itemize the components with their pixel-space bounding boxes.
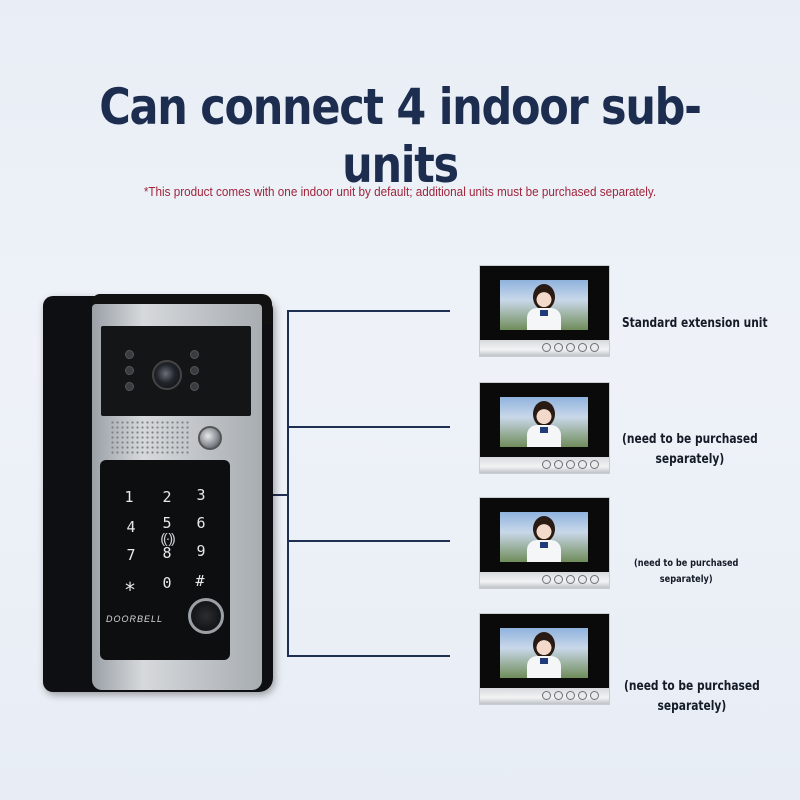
indoor-monitor-1 — [479, 265, 610, 357]
key-8[interactable]: 8 — [162, 544, 172, 562]
monitor-button[interactable] — [578, 343, 587, 352]
connector-stub — [261, 494, 288, 496]
ir-led — [190, 366, 199, 375]
monitor-button[interactable] — [542, 575, 551, 584]
monitor-4-label: (need to be purchased separately) — [624, 677, 760, 717]
monitor-3-label-line2: separately) — [659, 574, 713, 585]
monitor-control-bar — [480, 457, 609, 473]
monitor-control-bar — [480, 340, 609, 356]
monitor-2-label-line1: (need to be purchased — [622, 432, 758, 447]
monitor-button[interactable] — [542, 343, 551, 352]
rfid-icon: ((·)) — [160, 530, 175, 546]
monitor-4-label-line1: (need to be purchased — [624, 679, 760, 694]
monitor-button[interactable] — [554, 460, 563, 469]
monitor-button[interactable] — [566, 343, 575, 352]
connector-branch-3 — [287, 540, 450, 542]
monitor-button[interactable] — [542, 691, 551, 700]
ir-led — [190, 350, 199, 359]
key-2[interactable]: 2 — [162, 488, 172, 506]
key-0[interactable]: 0 — [162, 574, 172, 592]
indoor-monitor-4 — [479, 613, 610, 705]
ir-led — [125, 350, 134, 359]
key-1[interactable]: 1 — [124, 488, 134, 506]
monitor-button[interactable] — [554, 575, 563, 584]
key-9[interactable]: 9 — [196, 542, 206, 560]
key-3[interactable]: 3 — [196, 486, 206, 504]
monitor-control-bar — [480, 688, 609, 704]
monitor-button[interactable] — [578, 575, 587, 584]
call-button[interactable] — [198, 426, 222, 450]
fingerprint-sensor-icon[interactable] — [188, 598, 224, 634]
monitor-button[interactable] — [554, 691, 563, 700]
key-hash[interactable]: # — [195, 572, 205, 590]
ir-led — [125, 382, 134, 391]
connector-trunk — [287, 311, 289, 657]
monitor-2-label-line2: separately) — [655, 452, 725, 467]
connector-branch-1 — [287, 310, 450, 312]
monitor-button[interactable] — [578, 691, 587, 700]
key-7[interactable]: 7 — [126, 546, 136, 564]
purchase-note: *This product comes with one indoor unit… — [143, 184, 657, 199]
headline: Can connect 4 indoor sub-units — [99, 78, 702, 194]
monitor-button[interactable] — [590, 460, 599, 469]
monitor-button[interactable] — [542, 460, 551, 469]
monitor-1-label: Standard extension unit — [622, 316, 768, 331]
key-4[interactable]: 4 — [126, 518, 136, 536]
indoor-monitor-3 — [479, 497, 610, 589]
key-star[interactable]: * — [123, 578, 137, 602]
monitor-screen — [500, 512, 588, 562]
indoor-monitor-2 — [479, 382, 610, 474]
monitor-button[interactable] — [566, 460, 575, 469]
monitor-screen — [500, 280, 588, 330]
monitor-control-bar — [480, 572, 609, 588]
monitor-3-label: (need to be purchased separately) — [634, 556, 738, 588]
monitor-button[interactable] — [566, 575, 575, 584]
key-5[interactable]: 5 — [162, 514, 172, 532]
speaker-grille — [110, 420, 190, 456]
connector-branch-4 — [287, 655, 450, 657]
monitor-screen — [500, 628, 588, 678]
monitor-button[interactable] — [578, 460, 587, 469]
ir-led — [125, 366, 134, 375]
monitor-button[interactable] — [554, 343, 563, 352]
monitor-button[interactable] — [590, 575, 599, 584]
monitor-button[interactable] — [566, 691, 575, 700]
monitor-button[interactable] — [590, 343, 599, 352]
monitor-screen — [500, 397, 588, 447]
monitor-2-label: (need to be purchased separately) — [622, 430, 758, 470]
monitor-button[interactable] — [590, 691, 599, 700]
monitor-3-label-line1: (need to be purchased — [634, 558, 739, 569]
connector-branch-2 — [287, 426, 450, 428]
ir-led — [190, 382, 199, 391]
monitor-1-label-line1: Standard extension unit — [622, 316, 768, 331]
brand-logo: DOORBELL — [106, 614, 164, 624]
monitor-4-label-line2: separately) — [657, 699, 727, 714]
key-6[interactable]: 6 — [196, 514, 206, 532]
camera-lens-icon — [152, 360, 182, 390]
